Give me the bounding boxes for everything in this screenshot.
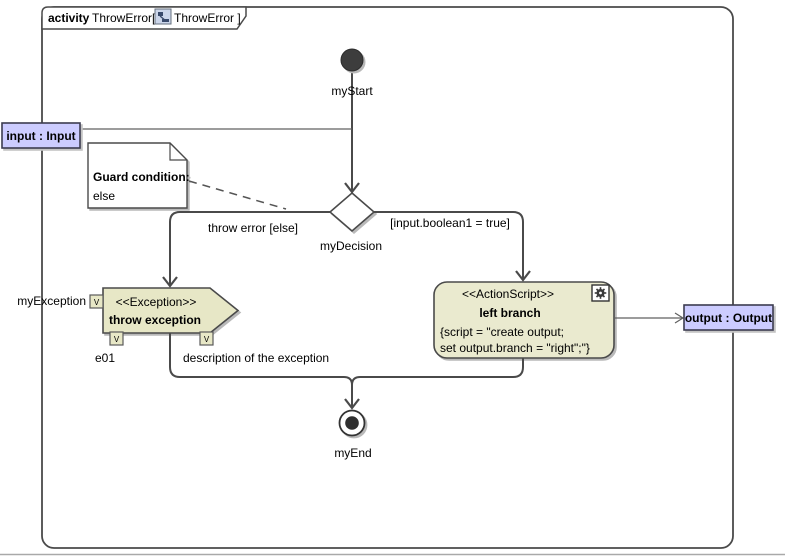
output-parameter-node[interactable]: output : Output	[683, 304, 774, 331]
activity-name-label: ThrowError[	[92, 11, 156, 25]
exception-stereotype-label: <<Exception>>	[116, 295, 197, 309]
note-fold-icon	[169, 143, 187, 161]
actionscript-stereotype-label: <<ActionScript>>	[462, 287, 554, 301]
guard-note[interactable]: Guard condition: else	[87, 142, 190, 209]
arrowhead-icon	[344, 398, 360, 410]
frame-title-tab[interactable]	[41, 6, 247, 30]
open-arrowhead-icon	[674, 312, 685, 324]
object-flow-output[interactable]	[614, 312, 685, 324]
guard-note-body: else	[93, 189, 115, 203]
control-flow-exception-to-end[interactable]	[169, 333, 353, 386]
output-parameter-box[interactable]	[683, 304, 774, 331]
pin-check-icon: V	[94, 298, 100, 307]
pin-check-icon: V	[204, 335, 210, 344]
control-flow-merged-to-end[interactable]	[344, 383, 360, 410]
exception-pin-bottom-left[interactable]: V	[109, 331, 124, 346]
exception-pin-bottom-right[interactable]: V	[199, 331, 214, 346]
actionscript-script-line-2: set output.branch = "right";"}	[440, 341, 590, 355]
activity-keyword-label: activity	[48, 11, 90, 25]
control-flow-decision-to-exception[interactable]	[162, 211, 330, 288]
exception-pin-left[interactable]: V	[89, 294, 104, 309]
start-label: myStart	[331, 84, 373, 98]
diagram-name-label: ThrowError ]	[174, 11, 241, 25]
arrowhead-icon	[162, 276, 178, 288]
guard-note-title: Guard condition:	[93, 170, 190, 184]
edge-label-true-guard: [input.boolean1 = true]	[390, 216, 510, 230]
control-flow-decision-to-action[interactable]	[374, 211, 531, 282]
arrowhead-icon	[515, 270, 531, 282]
note-anchor-dashed-line[interactable]	[188, 180, 287, 210]
exception-description-label: description of the exception	[183, 351, 329, 365]
actionscript-script-line-1: {script = "create output;	[440, 325, 564, 339]
control-flow-action-to-end[interactable]	[351, 358, 524, 386]
end-node-inner-dot	[345, 416, 359, 430]
end-node[interactable]	[338, 409, 366, 437]
end-label: myEnd	[334, 446, 371, 460]
activity-diagram-icon	[154, 8, 172, 25]
exception-pin-label-e01: e01	[95, 351, 115, 365]
decision-label: myDecision	[320, 239, 382, 253]
exception-pin-label-myexception: myException	[17, 294, 86, 308]
activity-frame[interactable]	[41, 6, 734, 549]
actionscript-name-label: left branch	[479, 306, 540, 320]
exception-action-node[interactable]	[102, 287, 240, 334]
pin-check-icon: V	[114, 335, 120, 344]
decision-node[interactable]	[328, 191, 376, 233]
input-parameter-node[interactable]: input : Input	[1, 122, 81, 149]
gear-icon	[591, 284, 610, 302]
output-parameter-label: output : Output	[685, 311, 772, 325]
start-node[interactable]	[340, 48, 364, 72]
exception-name-label: throw exception	[109, 313, 201, 327]
input-parameter-label: input : Input	[6, 129, 75, 143]
edge-label-throw-error: throw error [else]	[208, 221, 298, 235]
input-parameter-box[interactable]	[1, 122, 81, 149]
